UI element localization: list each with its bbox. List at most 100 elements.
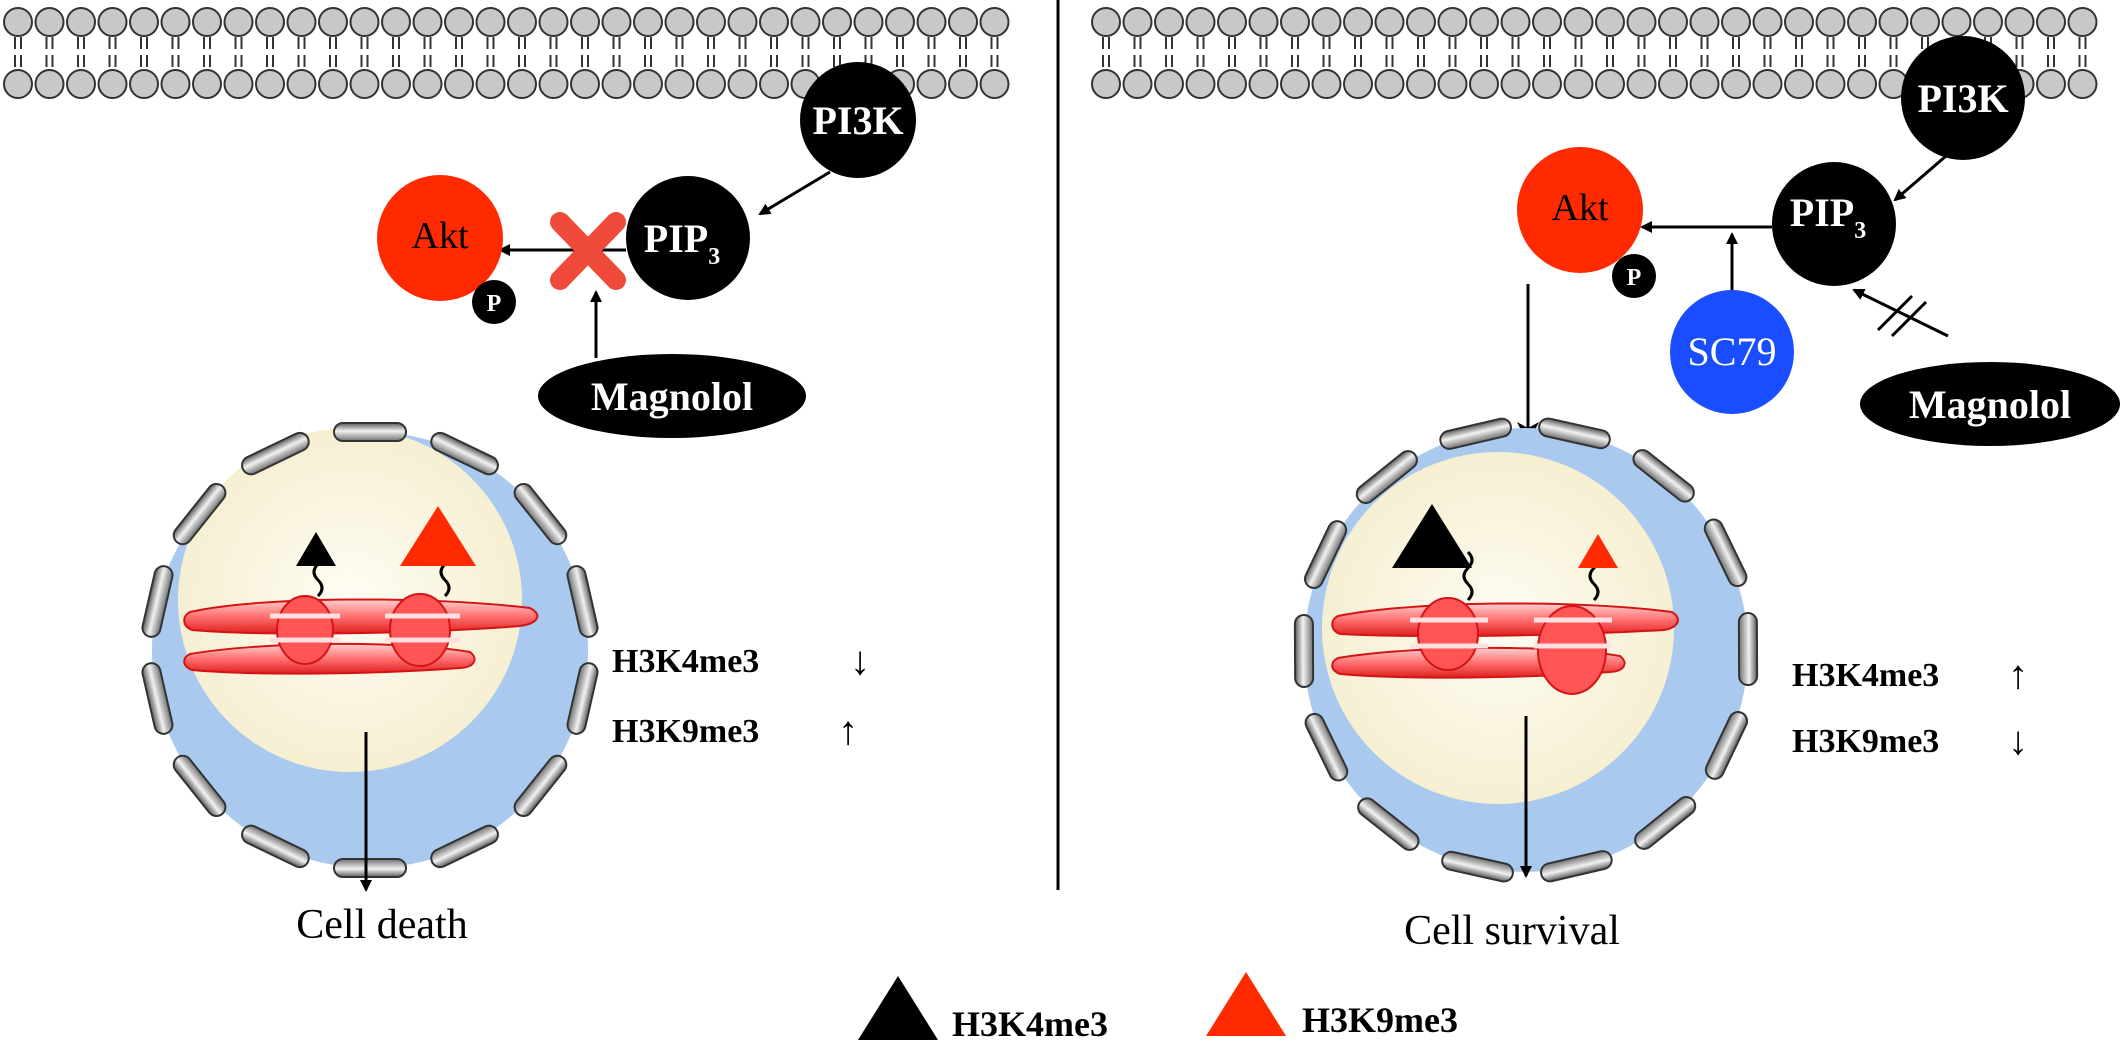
magnolol-node [1860, 362, 2120, 446]
arrow-magnolol-blocked [1852, 288, 1949, 338]
arrow-pi3k-to-pip3 [1893, 154, 1947, 202]
chromatin-right [1331, 550, 1679, 695]
lipid-head [1217, 69, 1247, 99]
nuclear-pore-segment [241, 824, 310, 869]
lipid-head [759, 7, 789, 37]
lipid-head [1500, 7, 1531, 37]
lipid-head [34, 69, 65, 99]
lipid-head [1689, 69, 1720, 99]
lipid-head [1910, 7, 1940, 37]
lipid-head [1469, 7, 1499, 37]
lipid-head [759, 69, 789, 99]
nuclear-pore-segment [333, 422, 407, 442]
lipid-head [979, 7, 1010, 37]
lipid-head [255, 69, 285, 99]
lipid-head [286, 7, 317, 37]
lipid-head [570, 7, 600, 37]
lipid-head [538, 69, 569, 99]
legend: H3K4me3 H3K9me3 [858, 972, 1458, 1044]
lipid-head [1626, 69, 1657, 99]
nuclear-pore-segment [1632, 449, 1695, 503]
lipid-head [1878, 7, 1909, 37]
inhibition-cross-icon [550, 212, 626, 290]
mark-label-h3k4me3: H3K4me3 [612, 643, 759, 680]
outcome-label: Cell death [296, 902, 467, 948]
lipid-head [1154, 69, 1184, 99]
h3k9me3-mark-icon [400, 506, 476, 566]
lipid-head [3, 7, 33, 37]
lipid-head [192, 7, 222, 37]
pip3-node [626, 176, 750, 300]
lipid-head [1248, 69, 1279, 99]
mark-arrow-h3k4me3: ↓ [850, 638, 870, 683]
lipid-head [1595, 7, 1625, 37]
phospho-badge [1612, 254, 1656, 298]
lipid-head [633, 7, 663, 37]
lipid-head [1406, 69, 1436, 99]
lipid-head [192, 69, 222, 99]
lipid-head [1973, 7, 2003, 37]
lipid-head [1784, 7, 1814, 37]
sc79-label: SC79 [1688, 329, 1777, 374]
lipid-head [979, 69, 1010, 99]
lipid-head [1721, 69, 1751, 99]
magnolol-node [538, 354, 806, 438]
lipid-head [1374, 69, 1405, 99]
nuclear-pore-segment [1439, 417, 1512, 450]
lipid-head [1217, 7, 1247, 37]
nuclear-pore-segment [1538, 417, 1611, 450]
lipid-head [223, 69, 254, 99]
lipid-head [1689, 7, 1720, 37]
lipid-head [1752, 7, 1783, 37]
lipid-head [1752, 69, 1783, 99]
lipid-head [601, 69, 632, 99]
lipid-head [1122, 7, 1153, 37]
lipid-head [1469, 69, 1499, 99]
lipid-head [1815, 69, 1846, 99]
lipid-head [349, 7, 380, 37]
nuclear-pore-segment [1737, 612, 1759, 687]
lipid-head [318, 69, 348, 99]
mark-label-h3k9me3: H3K9me3 [1792, 723, 1939, 760]
nuclear-pore-segment [1304, 712, 1349, 782]
nuclear-pores [141, 422, 599, 878]
lipid-head [1311, 7, 1342, 37]
pi3k-node [800, 62, 916, 178]
lipid-head [1626, 7, 1657, 37]
pip3-node [1772, 162, 1896, 286]
pip3-label: PIP3 [1790, 190, 1866, 244]
lipid-head [1847, 7, 1877, 37]
lipid-head [507, 69, 537, 99]
nuclear-pore-segment [1355, 450, 1418, 504]
nuclear-pore-segment [1357, 797, 1420, 851]
lipid-head [2004, 7, 2035, 37]
lipid-head [129, 7, 159, 37]
lipid-head [1343, 69, 1373, 99]
sc79-node [1670, 290, 1794, 414]
nuclear-pores [1293, 417, 1759, 883]
nuclear-pore-segment [430, 824, 499, 869]
lipid-head [948, 7, 978, 37]
lipid-head [2067, 7, 2098, 37]
lipid-head [34, 7, 65, 37]
akt-node [1517, 147, 1643, 273]
nuclear-pore-segment [141, 565, 174, 638]
lipid-head [66, 69, 96, 99]
lipid-head [3, 69, 33, 99]
lipid-head [66, 7, 96, 37]
nuclear-pore-segment [1303, 520, 1348, 589]
akt-node [377, 175, 503, 301]
h3k9me3-mark-icon [1578, 534, 1618, 568]
lipid-head [1248, 7, 1279, 37]
magnolol-label: Magnolol [1909, 382, 2071, 427]
pi3k-label: PI3K [812, 98, 903, 143]
block-hash-icon [1876, 294, 1928, 338]
lipid-head [412, 69, 443, 99]
lipid-head [790, 7, 821, 37]
lipid-head [1343, 7, 1373, 37]
lipid-head [1122, 69, 1153, 99]
lipid-head [1532, 69, 1562, 99]
cell-membrane-left [3, 7, 1010, 99]
left-panel: PI3K PIP3 Akt P Magnolol [141, 62, 916, 948]
